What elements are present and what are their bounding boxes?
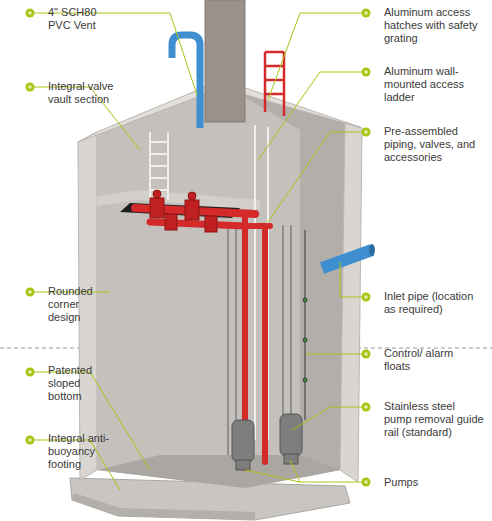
callout-dot-centers [28, 11, 368, 484]
callout-label: Stainless steel pump removal guide rail … [384, 400, 484, 439]
callout-dots [26, 9, 371, 487]
callout-label: Control/ alarm floats [384, 347, 454, 373]
tank-interior [97, 84, 345, 488]
inlet-pipe-end [369, 244, 375, 256]
left-wall-section [78, 132, 97, 480]
tank-back-wall [222, 84, 345, 478]
right-wall-section [340, 122, 362, 482]
inlet-pipe [322, 250, 372, 268]
callout-label: Integral valve vault section [48, 80, 120, 106]
vent-pipe [172, 35, 200, 128]
callout-label: Aluminum access hatches with safety grat… [384, 6, 484, 45]
hatch-railing [265, 52, 284, 116]
valves [150, 190, 217, 232]
callout-label: Patented sloped bottom [48, 364, 112, 403]
alarm-floats [303, 230, 307, 420]
piping [135, 208, 270, 468]
access-ladder [150, 125, 268, 440]
sloped-bottom [97, 455, 340, 488]
pumps [232, 414, 302, 470]
callout-label: Aluminum wall-mounted access ladder [384, 65, 484, 104]
callout-label: Rounded corner design [48, 285, 110, 324]
callout-label: Pumps [384, 476, 474, 489]
footing-shade [72, 493, 255, 520]
callout-label: Integral anti-buoyancy footing [48, 432, 128, 471]
callout-label: 4" SCH80 PVC Vent [48, 6, 112, 32]
riser [205, 0, 245, 122]
callout-label: Pre-assembled piping, valves, and access… [384, 125, 488, 164]
leader-lines [30, 13, 366, 490]
callout-label: Inlet pipe (location as required) [384, 290, 480, 316]
anti-buoyancy-footing [70, 478, 350, 520]
